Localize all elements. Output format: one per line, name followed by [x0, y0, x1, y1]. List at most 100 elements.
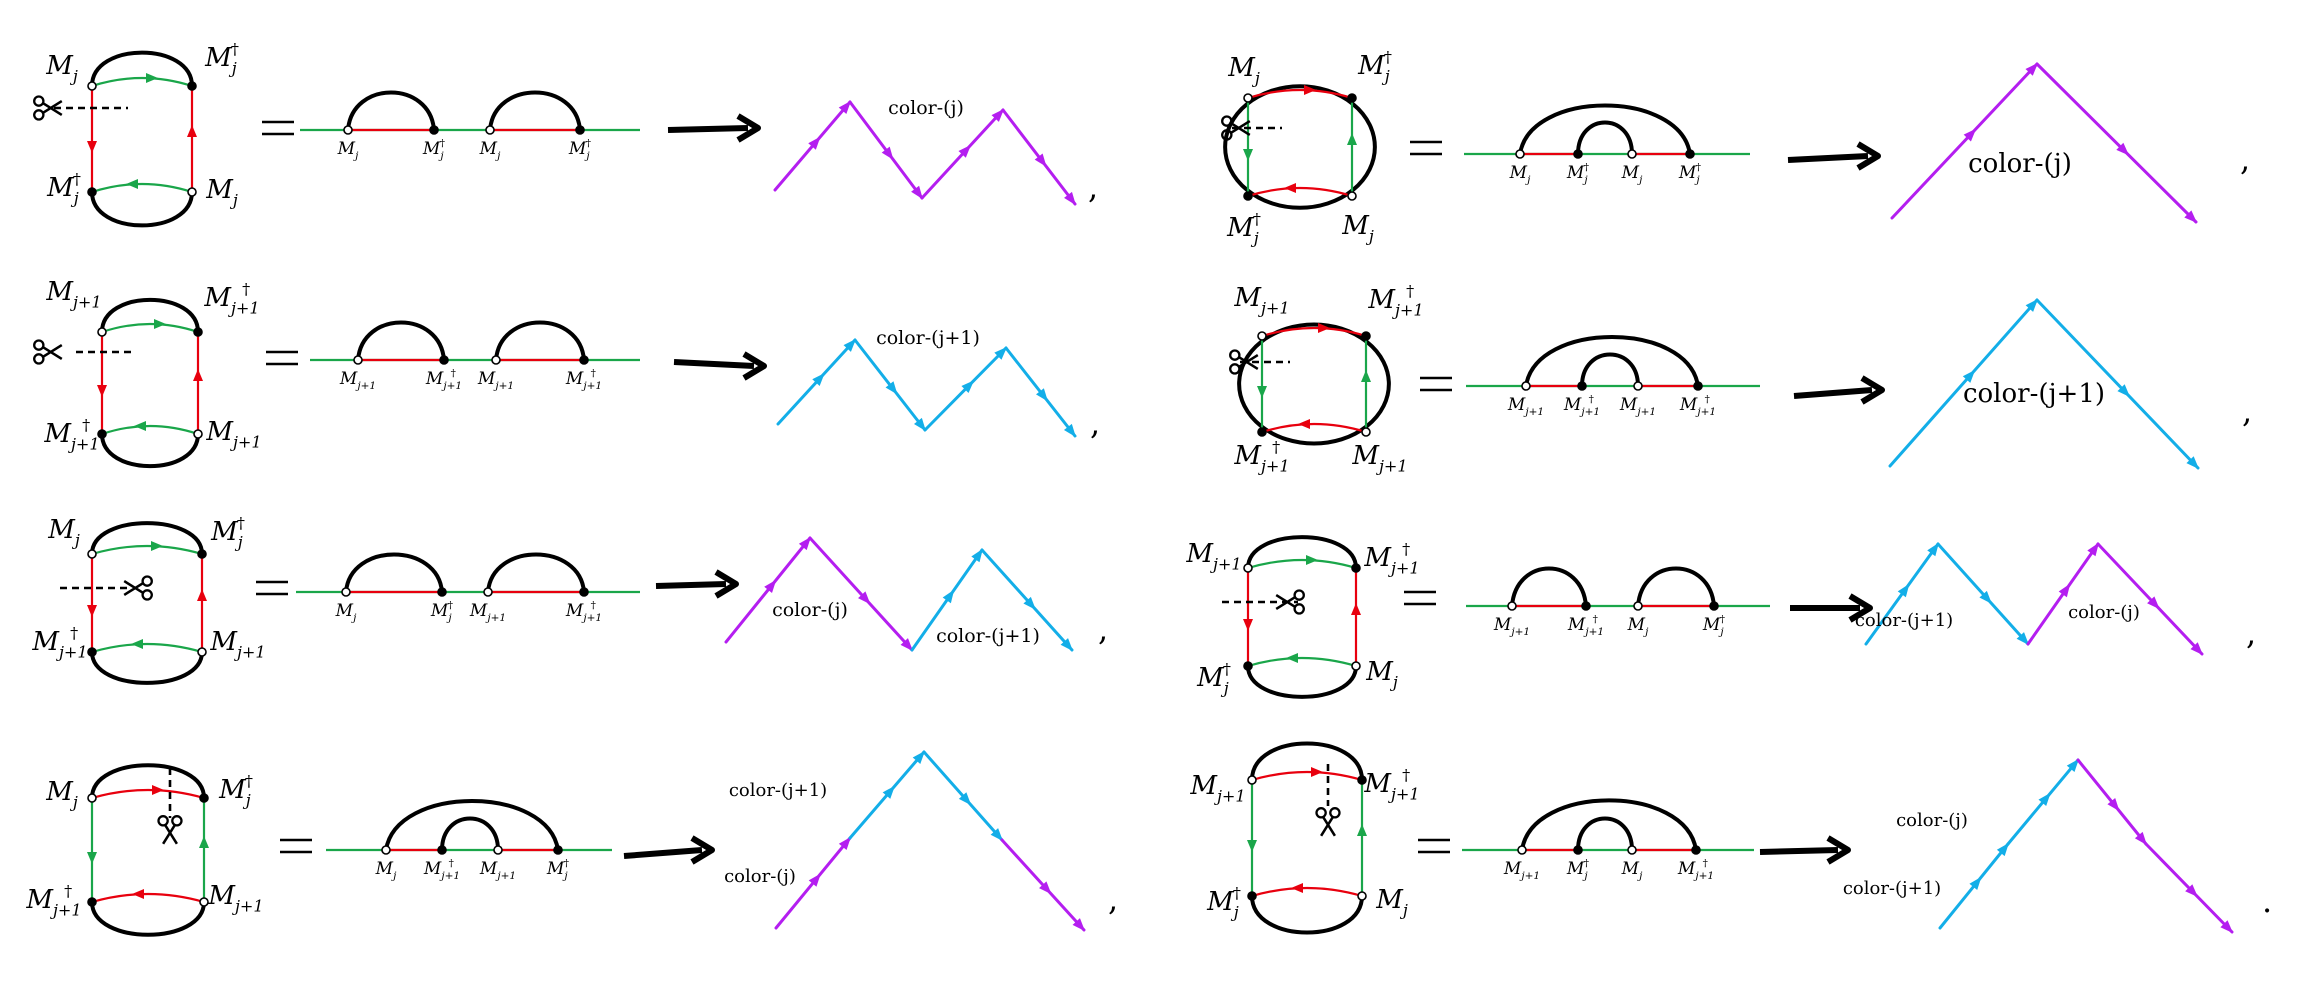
open-vertex — [381, 845, 391, 855]
open-vertex — [1633, 381, 1643, 391]
node-label: Mj — [1627, 615, 1649, 638]
equals-sign — [262, 120, 294, 136]
bottom-arc — [90, 191, 194, 228]
node-label: Mj+1 — [469, 601, 506, 624]
bottom-propagator — [1247, 186, 1353, 198]
loop-diagram — [33, 297, 203, 469]
node-label: Mj+1† — [25, 882, 81, 920]
color-path — [774, 750, 1086, 932]
arrowhead — [1351, 603, 1361, 615]
scissors-icon — [1315, 807, 1341, 837]
node-label: Mj — [1375, 885, 1408, 919]
scissors-icon — [1221, 115, 1251, 141]
right-arrow-icon — [1793, 375, 1885, 405]
outer-arc — [1524, 335, 1700, 387]
open-vertex — [199, 897, 209, 907]
inner-arc — [1576, 120, 1634, 155]
arrowhead — [808, 136, 821, 150]
arrowhead — [2107, 798, 2120, 812]
filled-vertex — [1247, 891, 1257, 901]
arrowhead — [798, 536, 811, 551]
arrowhead — [2025, 298, 2038, 312]
color-label: color-(j) — [724, 866, 796, 887]
color-label: color-(j) — [772, 599, 848, 621]
node-label: Mj† — [1206, 884, 1241, 922]
arrowhead — [812, 373, 825, 386]
node-label: Mj — [1341, 211, 1374, 245]
arrowhead — [843, 338, 857, 352]
arrowhead — [882, 785, 895, 799]
open-vertex — [1351, 661, 1361, 671]
node-label: Mj+1 — [1507, 395, 1544, 418]
node-label: Mj+1† — [1677, 858, 1714, 882]
node-label: Mj — [205, 175, 238, 209]
equals-sign — [266, 350, 298, 366]
arrowhead — [2025, 62, 2039, 76]
path-segment — [2035, 298, 2200, 470]
terminator: , — [2240, 140, 2250, 178]
node-label: Mj+1 — [339, 369, 376, 392]
scissors-icon — [123, 575, 153, 601]
arrowhead — [1034, 153, 1047, 167]
top-propagator — [91, 544, 203, 556]
node-label: Mj† — [1566, 162, 1589, 186]
outer-loop — [1237, 322, 1391, 446]
open-vertex — [1521, 381, 1531, 391]
node-label: Mj+1† — [203, 280, 259, 318]
terminator: , — [2246, 614, 2256, 652]
node-label: Mj+1 — [1185, 539, 1241, 573]
arrowhead — [154, 319, 166, 329]
arrowhead — [1036, 388, 1048, 402]
arrowhead — [1247, 840, 1257, 852]
node-label: Mj+1† — [565, 600, 602, 624]
color-label: color-(j+1) — [1855, 610, 1953, 631]
top-propagator — [101, 322, 199, 334]
loop-diagram — [1222, 535, 1361, 699]
filled-vertex — [1257, 427, 1267, 437]
equals-sign — [256, 580, 288, 596]
arrowhead — [838, 836, 851, 851]
node-label: Mj — [47, 515, 80, 549]
arrowhead — [881, 146, 894, 160]
top-arc — [100, 297, 200, 333]
top-propagator — [1261, 326, 1367, 338]
top-propagator — [91, 76, 193, 88]
filled-vertex — [87, 187, 97, 197]
bottom-arc — [90, 651, 204, 685]
filled-vertex — [1693, 381, 1703, 391]
node-label: Mj† — [568, 138, 591, 162]
arrowhead — [994, 346, 1008, 360]
arrowhead — [132, 889, 144, 899]
filled-vertex — [1709, 601, 1719, 611]
arrowhead — [1347, 133, 1357, 145]
filled-vertex — [1581, 601, 1591, 611]
loop-diagram — [33, 50, 197, 228]
filled-vertex — [1347, 93, 1357, 103]
node-label: Mj† — [46, 170, 81, 208]
scissors-icon — [1229, 349, 1259, 375]
arrowhead — [958, 144, 971, 158]
arrowhead — [2185, 884, 2198, 898]
open-vertex — [1515, 149, 1525, 159]
node-label: Mj† — [1702, 614, 1725, 638]
loop-diagram — [87, 763, 209, 937]
scissors-icon — [157, 815, 183, 845]
path-segment — [2096, 542, 2204, 656]
node-label: Mj† — [1566, 858, 1589, 882]
color-label: color-(j+1) — [729, 780, 827, 801]
open-vertex — [485, 125, 495, 135]
open-vertex — [1357, 891, 1367, 901]
terminator: , — [1090, 404, 1100, 442]
right-arrow-icon — [667, 113, 761, 143]
open-vertex — [353, 355, 363, 365]
node-label: Mj+1 — [1233, 283, 1289, 317]
node-label: Mj† — [1226, 210, 1261, 248]
